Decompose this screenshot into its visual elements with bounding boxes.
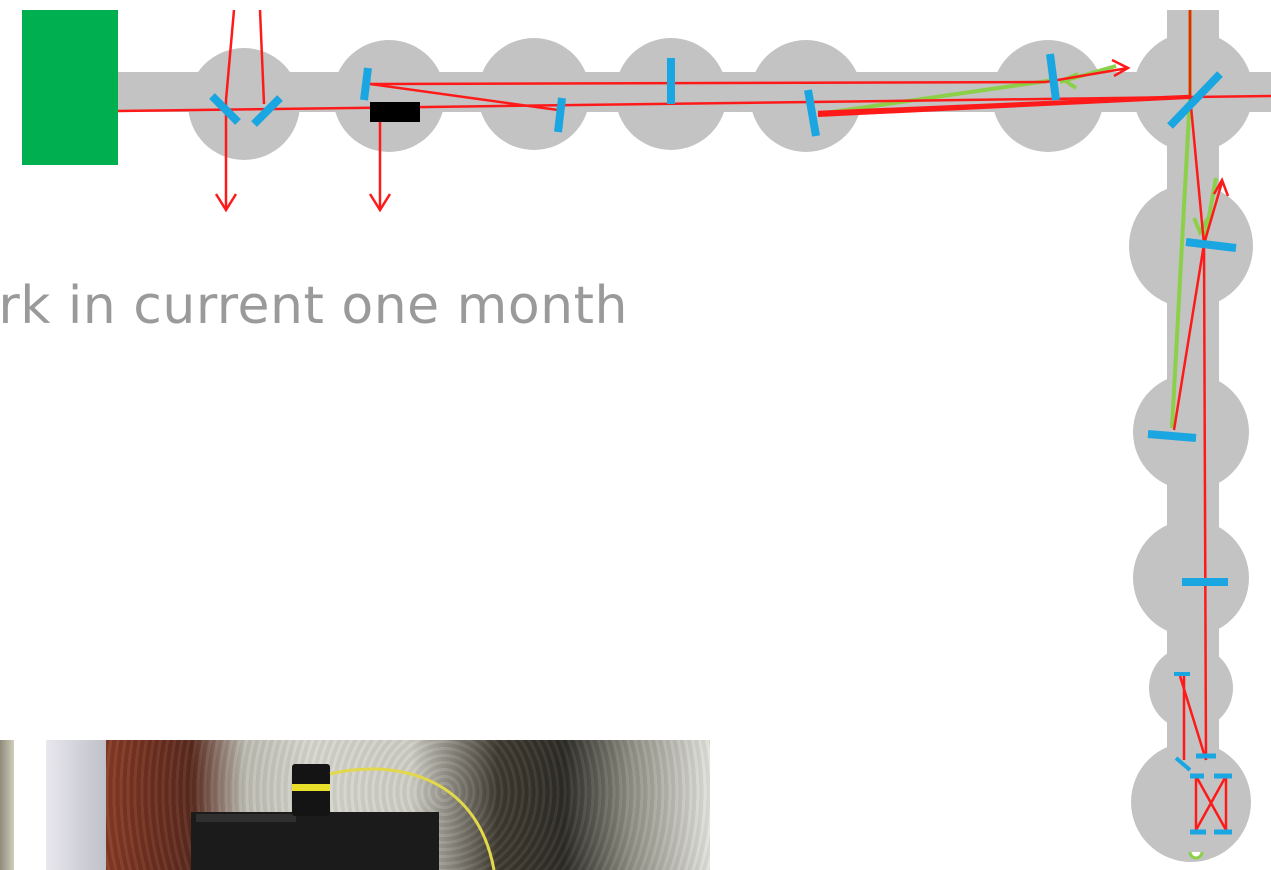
cylinder-label <box>292 784 330 791</box>
person-white-shirt <box>46 740 106 870</box>
yellow-fiber <box>326 750 526 870</box>
mirror-icon <box>212 54 1236 832</box>
photo-left-edge <box>0 740 14 870</box>
vacuum-chambers <box>118 10 1271 862</box>
green-end-cap <box>1190 852 1202 858</box>
slide-heading: ork in current one month <box>0 266 1000 346</box>
photo-lab-equipment <box>46 740 710 870</box>
light-source-block <box>22 10 118 165</box>
black-enclosure-lid <box>196 814 296 822</box>
beam-dump-icon <box>370 102 420 122</box>
slide-heading-text: ork in current one month <box>0 266 628 346</box>
